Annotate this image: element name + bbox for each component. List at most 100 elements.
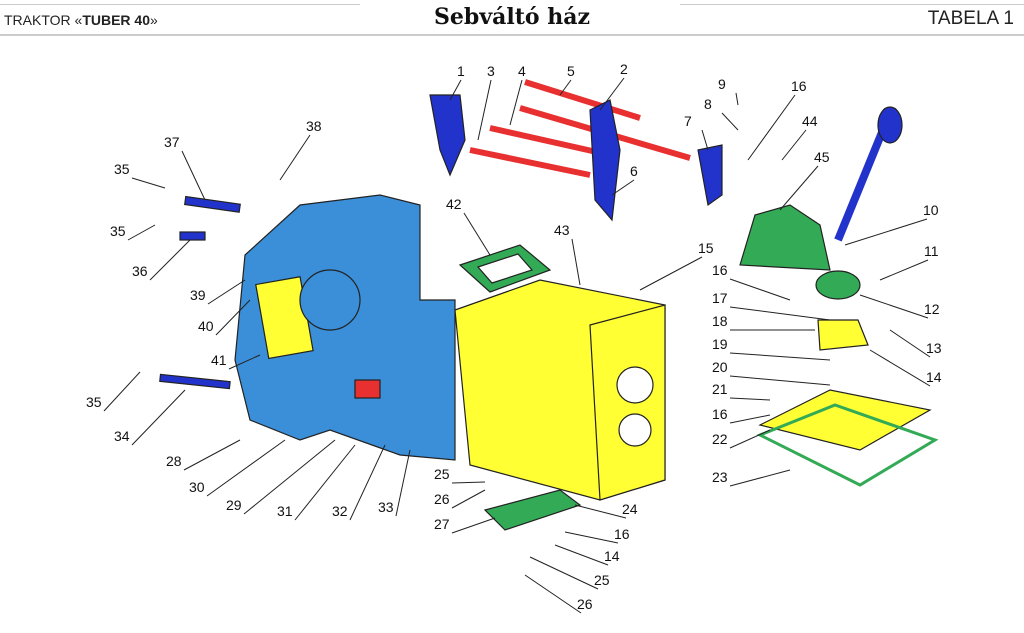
model-prefix: TRAKTOR «	[4, 12, 83, 28]
part-callout: 27	[434, 516, 450, 532]
leader-line	[127, 224, 156, 241]
leader-line	[131, 389, 186, 446]
plate-gasket	[756, 403, 939, 487]
header-rule	[0, 4, 360, 5]
part-callout: 38	[306, 118, 322, 134]
part-callout: 36	[132, 263, 148, 279]
part-callout: 9	[718, 76, 726, 92]
leader-line	[729, 278, 791, 301]
part-callout: 32	[332, 503, 348, 519]
part-callout: 3	[487, 63, 495, 79]
part-callout: 6	[630, 163, 638, 179]
part-callout: 28	[166, 453, 182, 469]
part-callout: 29	[226, 497, 242, 513]
gearbox-case	[454, 279, 666, 501]
leader-line	[463, 212, 491, 256]
part-callout: 35	[110, 223, 126, 239]
part-callout: 41	[211, 352, 227, 368]
leader-line	[243, 439, 336, 515]
leader-line	[294, 444, 356, 521]
part-callout: 1	[457, 63, 465, 79]
part-callout: 16	[614, 526, 630, 542]
page-title: Sebváltó ház	[434, 4, 590, 30]
leader-lines	[103, 77, 931, 614]
leader-line	[889, 329, 931, 358]
leader-line	[611, 179, 635, 196]
leader-line	[215, 299, 251, 336]
leader-line	[451, 517, 496, 534]
leader-line	[729, 414, 771, 424]
top-plate	[758, 389, 932, 451]
leader-line	[451, 481, 486, 484]
part-callout: 34	[114, 428, 130, 444]
shift-fork	[429, 94, 466, 177]
part-callout: 35	[114, 161, 130, 177]
part-callout: 37	[164, 134, 180, 150]
part-callout: 26	[434, 491, 450, 507]
leader-line	[451, 489, 486, 509]
leader-line	[599, 77, 625, 111]
part-callout: 16	[791, 78, 807, 94]
leader-line	[859, 294, 929, 319]
part-callout: 12	[924, 301, 940, 317]
leader-line	[559, 79, 572, 96]
part-callout: 7	[684, 113, 692, 129]
part-callout: 30	[189, 479, 205, 495]
model-suffix: »	[150, 12, 158, 28]
part-callout: 13	[926, 340, 942, 356]
bolt	[184, 195, 241, 213]
part-callout: 35	[86, 394, 102, 410]
part-callout: 14	[926, 369, 942, 385]
part-callout: 22	[712, 431, 728, 447]
leader-line	[279, 134, 311, 181]
part-callout: 40	[198, 318, 214, 334]
leader-line	[729, 429, 771, 449]
part-callout: 15	[698, 240, 714, 256]
part-callout: 20	[712, 359, 728, 375]
header-rule	[680, 4, 1024, 5]
part-callout: 43	[554, 222, 570, 238]
shift-fork	[697, 144, 723, 207]
leader-line	[206, 439, 286, 497]
leader-line	[879, 259, 929, 281]
leader-line	[701, 129, 709, 151]
leader-line	[747, 94, 796, 161]
part-callout: 33	[378, 499, 394, 515]
part-callout: 19	[712, 336, 728, 352]
gear-lever	[815, 106, 903, 351]
leader-line	[103, 371, 141, 412]
leader-line	[181, 150, 206, 201]
part-callout: 18	[712, 313, 728, 329]
leader-line	[779, 165, 819, 211]
part-callout: 16	[712, 262, 728, 278]
leader-line	[395, 449, 411, 517]
part-callout: 4	[518, 63, 526, 79]
leader-line	[183, 439, 241, 471]
leader-line	[639, 256, 703, 291]
lever-housing	[817, 319, 869, 351]
part-callout: 39	[190, 287, 206, 303]
page-header: TRAKTOR «TUBER 40» Sebváltó ház TABELA 1	[0, 0, 1024, 36]
leader-line	[844, 218, 928, 246]
leader-line	[524, 574, 582, 614]
leader-line	[149, 239, 191, 281]
part-callout: 25	[594, 572, 610, 588]
leader-line	[735, 92, 739, 106]
leader-line	[207, 279, 246, 305]
shift-fork	[589, 99, 621, 222]
part-callout: 24	[622, 501, 638, 517]
long-bolt	[159, 373, 231, 390]
part-callout: 5	[567, 63, 575, 79]
leader-line	[571, 238, 581, 286]
table-number: TABELA 1	[927, 8, 1014, 29]
model-name: TUBER 40	[82, 12, 150, 28]
leader-line	[574, 504, 627, 519]
bottom-cover	[483, 489, 582, 531]
leader-line	[729, 469, 791, 487]
leader-line	[449, 79, 462, 101]
gearbox-housing	[234, 194, 456, 461]
part-callout: 26	[577, 596, 593, 612]
shift-rods	[429, 79, 723, 222]
leader-line	[554, 544, 609, 566]
